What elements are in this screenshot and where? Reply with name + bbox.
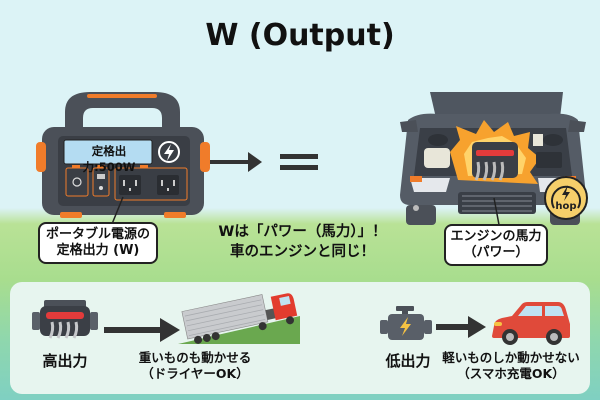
meter-label: hop — [555, 201, 577, 212]
car-engine-callout-line1: エンジンの馬力 — [450, 229, 542, 244]
lightning-bolt-icon — [551, 185, 581, 209]
power-display-text: 定格出力:500W — [82, 144, 136, 174]
portable-power-station — [36, 92, 210, 222]
horsepower-meter: hop — [544, 176, 588, 220]
power-station-callout: ポータブル電源の 定格出力 (W) — [38, 222, 158, 264]
center-message: Wは「パワー（馬力）」！ 車のエンジンと同じ！ — [195, 222, 410, 262]
high-output-result-line1: 重いものも動かせる — [138, 350, 252, 365]
low-output-engine-icon — [380, 306, 432, 340]
low-output-result: 軽いものしか動かせない （スマホ充電OK） — [436, 350, 586, 382]
high-output-label: 高出力 — [42, 352, 88, 370]
low-output-label: 低出力 — [385, 352, 431, 370]
small-car-illustration — [492, 302, 570, 345]
power-station-callout-line1: ポータブル電源の — [45, 227, 150, 242]
equals-icon — [280, 154, 318, 170]
page-title: W (Output) — [205, 18, 395, 53]
truck-on-hill-illustration — [178, 293, 300, 344]
low-output-result-line1: 軽いものしか動かせない — [442, 350, 580, 365]
center-message-line2: 車のエンジンと同じ！ — [230, 244, 375, 260]
comparison-panel — [10, 282, 590, 394]
high-output-result-line2: （ドライヤーOK） — [141, 366, 249, 381]
center-message-line1: Wは「パワー（馬力）」！ — [218, 224, 387, 240]
lightning-bolt-icon — [400, 317, 411, 336]
high-output-result: 重いものも動かせる （ドライヤーOK） — [130, 350, 260, 382]
lightning-bolt-icon — [158, 141, 180, 163]
car-engine-callout: エンジンの馬力 （パワー） — [444, 224, 548, 266]
power-station-callout-line2: 定格出力 (W) — [56, 243, 140, 258]
low-output-result-line2: （スマホ充電OK） — [457, 366, 565, 381]
high-output-engine-icon — [32, 300, 98, 339]
arrow-right-icon — [104, 318, 180, 342]
arrow-right-icon — [436, 316, 486, 338]
car-engine-illustration — [400, 92, 586, 230]
arrow-right-icon — [210, 152, 262, 172]
car-engine-callout-line2: （パワー） — [463, 245, 529, 260]
